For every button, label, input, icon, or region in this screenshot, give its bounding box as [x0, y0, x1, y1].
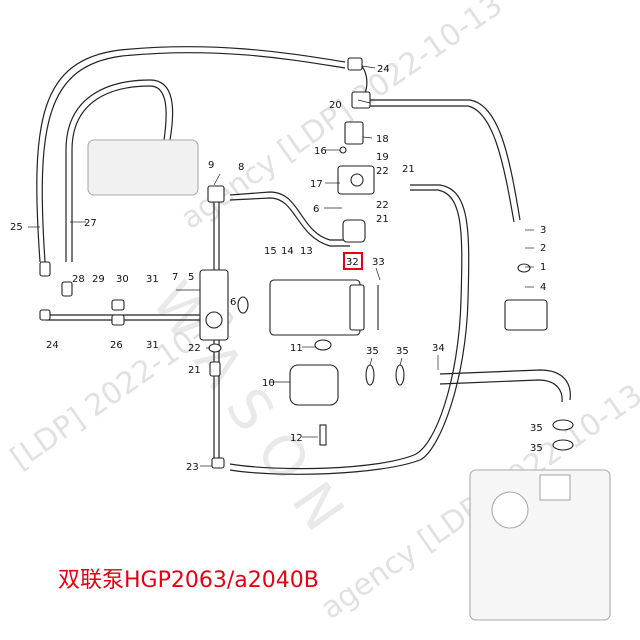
callout: 24: [46, 340, 59, 351]
callout: 15: [264, 246, 277, 257]
callout: 4: [540, 282, 546, 293]
callout: 31: [146, 340, 159, 351]
callout: 35: [396, 346, 409, 357]
callout: 16: [314, 146, 327, 157]
hose-21-return: [410, 184, 470, 461]
callout: 35: [530, 443, 543, 454]
callout: 35: [366, 346, 379, 357]
callout: 21: [376, 214, 389, 225]
callout: 14: [281, 246, 294, 257]
callout: 8: [238, 162, 244, 173]
highlight-box: [343, 252, 363, 270]
hose-8: [229, 191, 350, 241]
callout: 26: [110, 340, 123, 351]
callout: 6: [313, 204, 319, 215]
callout: 21: [188, 365, 201, 376]
watermark-line-1: agency [LDP] 2022-10-13: [175, 0, 510, 237]
callout: 22: [376, 200, 389, 211]
callout: 20: [329, 100, 342, 111]
callout: 30: [116, 274, 129, 285]
callout: 6: [230, 297, 236, 308]
callout: 12: [290, 433, 303, 444]
double-pump: [269, 279, 361, 336]
callout-highlighted: 32: [346, 257, 359, 268]
callout: 27: [84, 218, 97, 229]
callout: 25: [10, 222, 23, 233]
reference-pump-sketch: [87, 139, 199, 196]
callouts: 24 20 18 16 19 22 17 21 22 21 6 9 8 3 2 …: [10, 64, 546, 473]
callout: 1: [540, 262, 546, 273]
callout: 22: [376, 166, 389, 177]
callout: 22: [188, 343, 201, 354]
callout: 2: [540, 243, 546, 254]
components: [39, 57, 611, 621]
leader-lines: [28, 65, 534, 467]
hose-25-outer: [36, 46, 346, 263]
callout: 18: [376, 134, 389, 145]
callout: 7: [172, 272, 178, 283]
callout: 5: [188, 272, 194, 283]
hose-23: [229, 459, 421, 475]
callout: 34: [432, 343, 445, 354]
callout: 28: [72, 274, 85, 285]
callout: 35: [530, 423, 543, 434]
callout: 31: [146, 274, 159, 285]
callout: 29: [92, 274, 105, 285]
hose-27: [65, 79, 151, 262]
callout: 11: [290, 343, 303, 354]
callout: 33: [372, 257, 385, 268]
callout: 24: [377, 64, 390, 75]
hoses: [36, 46, 571, 475]
callout: 23: [186, 462, 199, 473]
hose-20-3: [365, 99, 521, 221]
callout: 3: [540, 225, 546, 236]
callout: 17: [310, 179, 323, 190]
callout: 9: [208, 160, 214, 171]
callout: 13: [300, 246, 313, 257]
callout: 10: [262, 378, 275, 389]
callout: 19: [376, 152, 389, 163]
hose-34: [439, 369, 571, 401]
diagram-caption: 双联泵HGP2063/a2040B: [58, 568, 319, 593]
callout: 21: [402, 164, 415, 175]
